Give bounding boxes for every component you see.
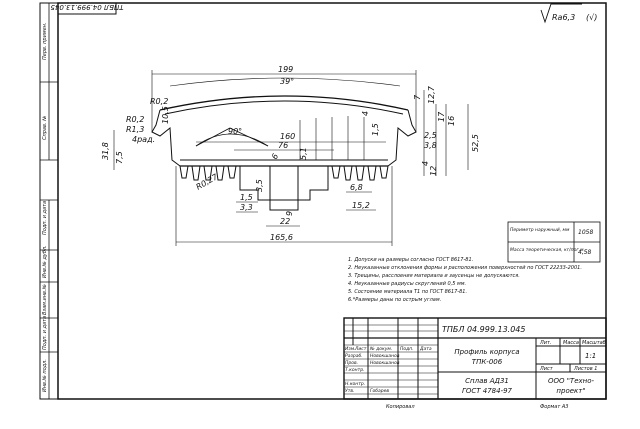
- dim-90: 90°: [228, 127, 242, 136]
- dim-12-7: 12,7: [427, 85, 436, 104]
- dim-17: 17: [437, 111, 446, 122]
- dim-2-5: 2,5: [424, 131, 437, 140]
- left-stamp: [40, 3, 58, 399]
- tb-date-0: Дата: [419, 346, 432, 352]
- code-box: [57, 2, 117, 15]
- dim-1-5: 1,5: [240, 193, 253, 202]
- tb-name-row-5: Гобарев: [370, 388, 389, 394]
- dim-12: 12: [429, 166, 438, 176]
- dim-7-5: 7,5: [115, 151, 124, 164]
- tb-role-4: Н.контр.: [345, 381, 365, 387]
- tb-name-1: Профиль корпуса: [454, 348, 519, 356]
- svg-text:(√): (√): [586, 13, 597, 22]
- side-label-5: Подп. и дата: [42, 316, 48, 350]
- tb-name-2: ТПК-006: [472, 358, 503, 366]
- dim-4b: 4: [421, 161, 430, 166]
- note-5: 6.*Размеры даны по острым углам.: [348, 297, 441, 303]
- side-label-3: Инв.№ дубл.: [42, 245, 48, 278]
- dimension-lines: [113, 70, 469, 246]
- tb-name-row-1: Новокшанов: [370, 353, 400, 359]
- dim-6-8: 6,8: [350, 183, 363, 192]
- tb-code: ТПБЛ 04.999.13.045: [442, 325, 525, 334]
- tb-role-5: Утв.: [345, 388, 354, 394]
- dim-52-5: 52,5: [471, 134, 480, 152]
- dim-r1-3: R1,3: [126, 125, 144, 134]
- tb-col-lit: Лит.: [539, 340, 552, 346]
- note-3: 4. Неуказанные радиусы скруглений 0,5 мм…: [348, 281, 466, 287]
- dim-39: 39°: [280, 77, 294, 86]
- code-rotated: ТПБЛ 04.999.13.045: [50, 3, 124, 11]
- tb-role-3: Т.контр.: [345, 367, 365, 373]
- tb-scale: 1:1: [585, 352, 596, 360]
- dim-4: 4: [361, 111, 370, 116]
- tb-material-2: ГОСТ 4784-97: [462, 387, 513, 395]
- dim-r0-2b: R0,2: [150, 97, 168, 106]
- tb-role-0: Изм.: [345, 346, 356, 352]
- tb-sheetno-0: Лист: [354, 346, 367, 352]
- left-stamp-labels: Перв. примен. Справ. № Подп. и дата Инв.…: [42, 22, 48, 392]
- note-4: 5. Состояние материала Т1 по ГОСТ 8617-8…: [348, 289, 467, 295]
- dim-7: 7: [413, 94, 422, 100]
- dim-3-8: 3,8: [424, 141, 437, 150]
- dim-31-8: 31,8: [101, 142, 110, 160]
- tb-role-1: Разраб.: [345, 353, 363, 359]
- tb-material-1: Сплав АД31: [465, 377, 509, 385]
- dim-15-2: 15,2: [352, 201, 370, 210]
- roughness-sign: Ra6,3 (√): [540, 3, 597, 24]
- dim-165-6: 165,6: [270, 233, 293, 242]
- tb-copied: Копировал: [386, 404, 415, 410]
- tb-sheet: Лист: [539, 366, 554, 372]
- dim-5-1: 5,1: [299, 147, 308, 160]
- tb-sign-0: Подп.: [400, 346, 414, 352]
- tb-sheets: Листов 1: [573, 366, 597, 372]
- tb-col-scale: Масштаб: [582, 340, 606, 346]
- side-label-6: Инв.№ подл.: [42, 359, 48, 392]
- param-table-text: Периметр наружный, мм 1058 Масса теорети…: [510, 227, 593, 256]
- dim-199: 199: [278, 65, 293, 74]
- dim-10-5: 10,5: [161, 106, 170, 124]
- svg-text:Ra6,3: Ra6,3: [552, 13, 575, 22]
- inner-frame: [57, 2, 607, 400]
- dim-1-5b: 1,5: [371, 123, 380, 136]
- side-label-1: Справ. №: [42, 116, 48, 140]
- param-label-0: Периметр наружный, мм: [510, 227, 570, 233]
- tb-format: Формат А3: [540, 404, 568, 410]
- param-value-0: 1058: [578, 229, 593, 236]
- dim-r0-2: R0,2: [126, 115, 144, 124]
- note-0: 1. Допуски на размеры согласно ГОСТ 8617…: [348, 257, 473, 263]
- dimension-texts: 199 39° 160 76 90° 165,6 22 1,5 3,3 6,8 …: [101, 65, 480, 242]
- dim-3-3: 3,3: [240, 203, 253, 212]
- dim-6: 6: [270, 152, 280, 161]
- profile-outline: [151, 95, 417, 211]
- param-table: [507, 221, 601, 263]
- side-label-2: Подп. и дата: [42, 201, 48, 235]
- tb-docno-0: № докум.: [369, 346, 392, 352]
- note-2: 3. Трещины, расслоения материала и заусе…: [348, 273, 520, 279]
- tb-org-1: ООО "Техно-: [548, 377, 595, 385]
- dim-9: 9: [285, 211, 294, 216]
- dim-r4: 4рад.: [132, 135, 155, 144]
- side-label-0: Перв. примен.: [42, 22, 48, 60]
- tb-org-2: проект": [556, 387, 585, 395]
- tb-name-row-2: Новокшанов: [370, 360, 400, 366]
- tb-col-mass: Масса: [563, 340, 579, 346]
- notes: 1. Допуски на размеры согласно ГОСТ 8617…: [348, 257, 582, 303]
- dim-3-5: 3,5: [255, 179, 264, 192]
- param-value-1: 4,58: [578, 249, 592, 256]
- dim-160: 160: [280, 132, 295, 141]
- outer-frame: [39, 2, 607, 400]
- note-1: 2. Неуказанные отклонения формы и распол…: [348, 265, 582, 271]
- title-block-text: ТПБЛ 04.999.13.045 Профиль корпуса ТПК-0…: [345, 325, 606, 410]
- param-label-1: Масса теоретическая, кг/пог.м.: [510, 247, 585, 253]
- tb-role-2: Пров.: [345, 360, 358, 366]
- dim-16: 16: [447, 116, 456, 126]
- dim-76: 76: [278, 141, 288, 150]
- title-block-grid: [343, 317, 607, 400]
- side-label-4: Взам.инв.№: [42, 284, 48, 315]
- dim-22: 22: [280, 217, 290, 226]
